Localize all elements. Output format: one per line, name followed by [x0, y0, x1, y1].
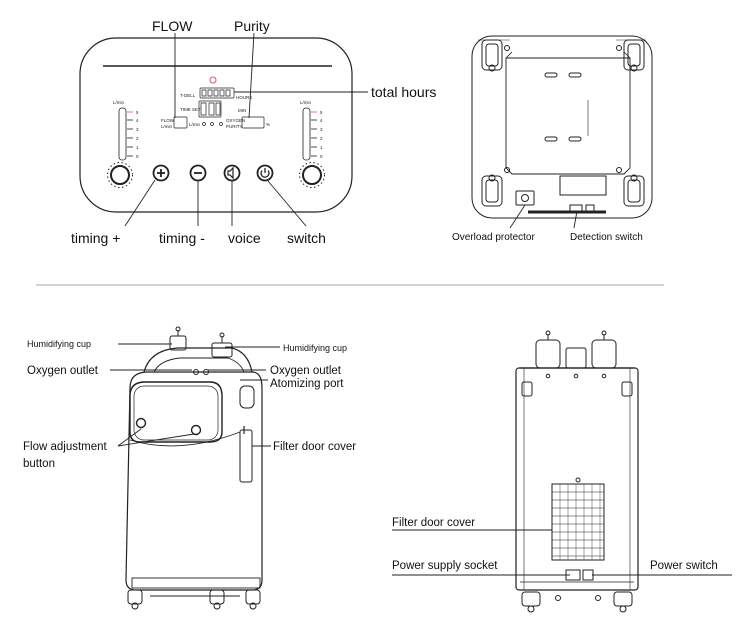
right-knob — [299, 162, 325, 188]
right-scale-0: 0 — [320, 154, 323, 159]
right-scale-1: 1 — [320, 145, 323, 150]
label-oxygen-outlet-right: Oxygen outlet — [270, 365, 342, 377]
flow-knob-right — [190, 424, 202, 436]
right-scale-2: 2 — [320, 136, 323, 141]
display-purity-label: OXYGEN — [226, 118, 245, 123]
back-body-outline — [515, 367, 639, 591]
caster-top-right — [623, 39, 645, 72]
display-percent: % — [266, 122, 270, 127]
flow-knob-left — [135, 417, 147, 429]
humidifying-cup-left-part — [169, 326, 187, 351]
display-flow-label: FLOW — [161, 118, 175, 123]
bottom-view — [471, 35, 653, 219]
label-filter-door-cover-back: Filter door cover — [392, 517, 475, 529]
label-switch: switch — [287, 230, 326, 246]
left-scale-3: 3 — [136, 127, 139, 132]
label-flow: FLOW — [152, 18, 193, 34]
label-voice: voice — [228, 230, 261, 246]
display-purity-sub: PURITY — [226, 124, 243, 129]
front-view-leaders — [110, 343, 280, 447]
label-total-hours: total hours — [371, 84, 436, 100]
left-scale-0: 0 — [136, 154, 139, 159]
right-scale-3: 3 — [320, 127, 323, 132]
front-caster-2 — [209, 589, 225, 610]
left-scale-5: 5 — [136, 110, 139, 115]
label-power-supply-socket: Power supply socket — [392, 560, 498, 572]
back-filter-grille — [551, 483, 605, 561]
left-scale-1: 1 — [136, 145, 139, 150]
label-timing-plus: timing + — [71, 230, 120, 246]
control-panel: T-DELL HOURS TIME SET MIN FLOW L/min L/m… — [79, 37, 353, 213]
voice-icon — [223, 164, 241, 182]
left-knob — [107, 162, 133, 188]
back-cup-left — [535, 330, 561, 369]
left-scale-header: L/min — [113, 100, 125, 105]
caster-bottom-right — [623, 174, 645, 207]
label-overload-protector: Overload protector — [452, 232, 535, 243]
right-scale-5: 5 — [320, 110, 323, 115]
display-timer-label: TIME SET — [180, 107, 201, 112]
label-humidifying-cup-right: Humidifying cup — [283, 343, 347, 353]
label-purity: Purity — [234, 18, 270, 34]
display-flow-unit: L/min — [161, 124, 173, 129]
caster-bottom-left — [481, 174, 503, 207]
label-filter-door-cover-front: Filter door cover — [273, 441, 356, 453]
display-hours-label: HOURS — [236, 95, 252, 100]
front-caster-3 — [245, 589, 261, 610]
label-flow-adjustment-line1: Flow adjustment — [23, 441, 108, 453]
left-scale-2: 2 — [136, 136, 139, 141]
label-timing-minus: timing - — [159, 230, 205, 246]
back-view — [515, 330, 639, 613]
right-flow-scale: L/min 5 4 3 2 1 0 — [300, 100, 323, 161]
caster-top-left — [481, 39, 503, 72]
left-flow-scale: L/min 5 4 3 2 1 0 — [113, 100, 139, 161]
front-filter-door — [239, 429, 253, 483]
right-scale-4: 4 — [320, 118, 323, 123]
timing-plus-icon — [152, 164, 170, 182]
left-scale-4: 4 — [136, 118, 139, 123]
power-icon — [256, 164, 274, 182]
front-caster-1 — [127, 589, 143, 610]
overload-protector-part — [515, 190, 535, 206]
front-panel-window — [129, 381, 223, 443]
display-tiny-label: T-DELL — [180, 93, 196, 98]
detection-switch-part — [569, 204, 583, 212]
display-min-label: MIN — [238, 108, 246, 113]
bottom-outline — [471, 35, 653, 219]
label-humidifying-cup-left: Humidifying cup — [27, 339, 91, 349]
bottom-view-leaders — [509, 204, 578, 229]
timing-minus-icon — [189, 164, 207, 182]
front-body-outline — [125, 371, 263, 591]
indicator-led — [209, 76, 217, 84]
panel-outline — [79, 37, 353, 213]
control-panel-leaders — [124, 32, 368, 227]
label-detection-switch: Detection switch — [570, 232, 643, 243]
humidifying-cup-right-part — [211, 332, 233, 358]
label-atomizing-port: Atomizing port — [270, 378, 344, 390]
label-power-switch: Power switch — [650, 560, 718, 572]
label-flow-adjustment-line2: button — [23, 458, 55, 470]
label-oxygen-outlet-left: Oxygen outlet — [27, 365, 99, 377]
display-area: T-DELL HOURS TIME SET MIN FLOW L/min L/m… — [161, 87, 270, 129]
front-view — [125, 326, 263, 610]
display-lmin-label: L/min — [189, 122, 201, 127]
right-scale-header: L/min — [300, 100, 312, 105]
back-cup-right — [591, 330, 617, 369]
back-view-leaders — [392, 529, 732, 576]
power-switch-part — [582, 569, 594, 581]
